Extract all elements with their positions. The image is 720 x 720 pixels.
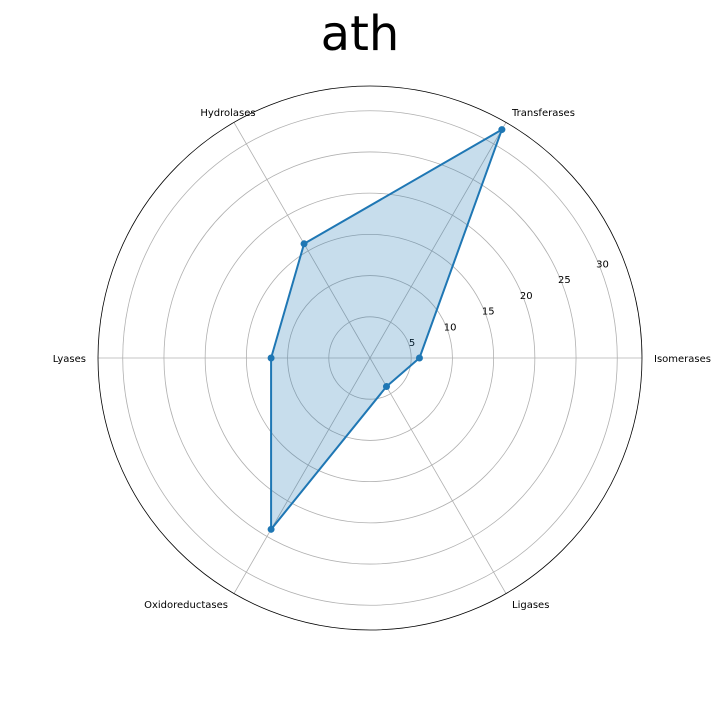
data-point <box>382 383 390 391</box>
radial-tick-label: 10 <box>444 322 457 333</box>
category-labels: Isomerases Transferases HydrolasesLyasesOx… <box>53 108 711 611</box>
axis-spokes <box>98 122 642 594</box>
data-point <box>300 240 308 248</box>
category-label: Lyases <box>53 354 86 365</box>
category-label: Ligases <box>512 600 549 611</box>
data-point <box>498 126 506 134</box>
axis-spoke <box>233 357 371 594</box>
axis-spoke <box>369 122 507 359</box>
category-label: Hydrolases <box>200 108 255 119</box>
category-label: Oxidoreductases <box>144 600 228 611</box>
data-point <box>267 354 275 362</box>
data-point <box>267 525 275 533</box>
series-area <box>271 129 502 530</box>
series-group <box>267 126 506 533</box>
radial-tick-label: 25 <box>558 275 571 286</box>
data-point <box>415 354 423 362</box>
radial-tick-labels: 5 10 15 20 25 30 <box>409 259 609 349</box>
radial-tick-label: 30 <box>596 259 609 270</box>
radial-tick-label: 5 <box>409 338 415 349</box>
polar-outline <box>97 85 643 631</box>
chart-title: ath <box>320 6 400 62</box>
radial-tick-label: 20 <box>520 291 533 302</box>
axis-spoke <box>233 122 371 359</box>
radial-tick-label: 15 <box>482 307 495 318</box>
category-label: Transferases <box>511 108 575 119</box>
axis-spoke <box>369 357 507 594</box>
category-label: Isomerases <box>654 354 711 365</box>
